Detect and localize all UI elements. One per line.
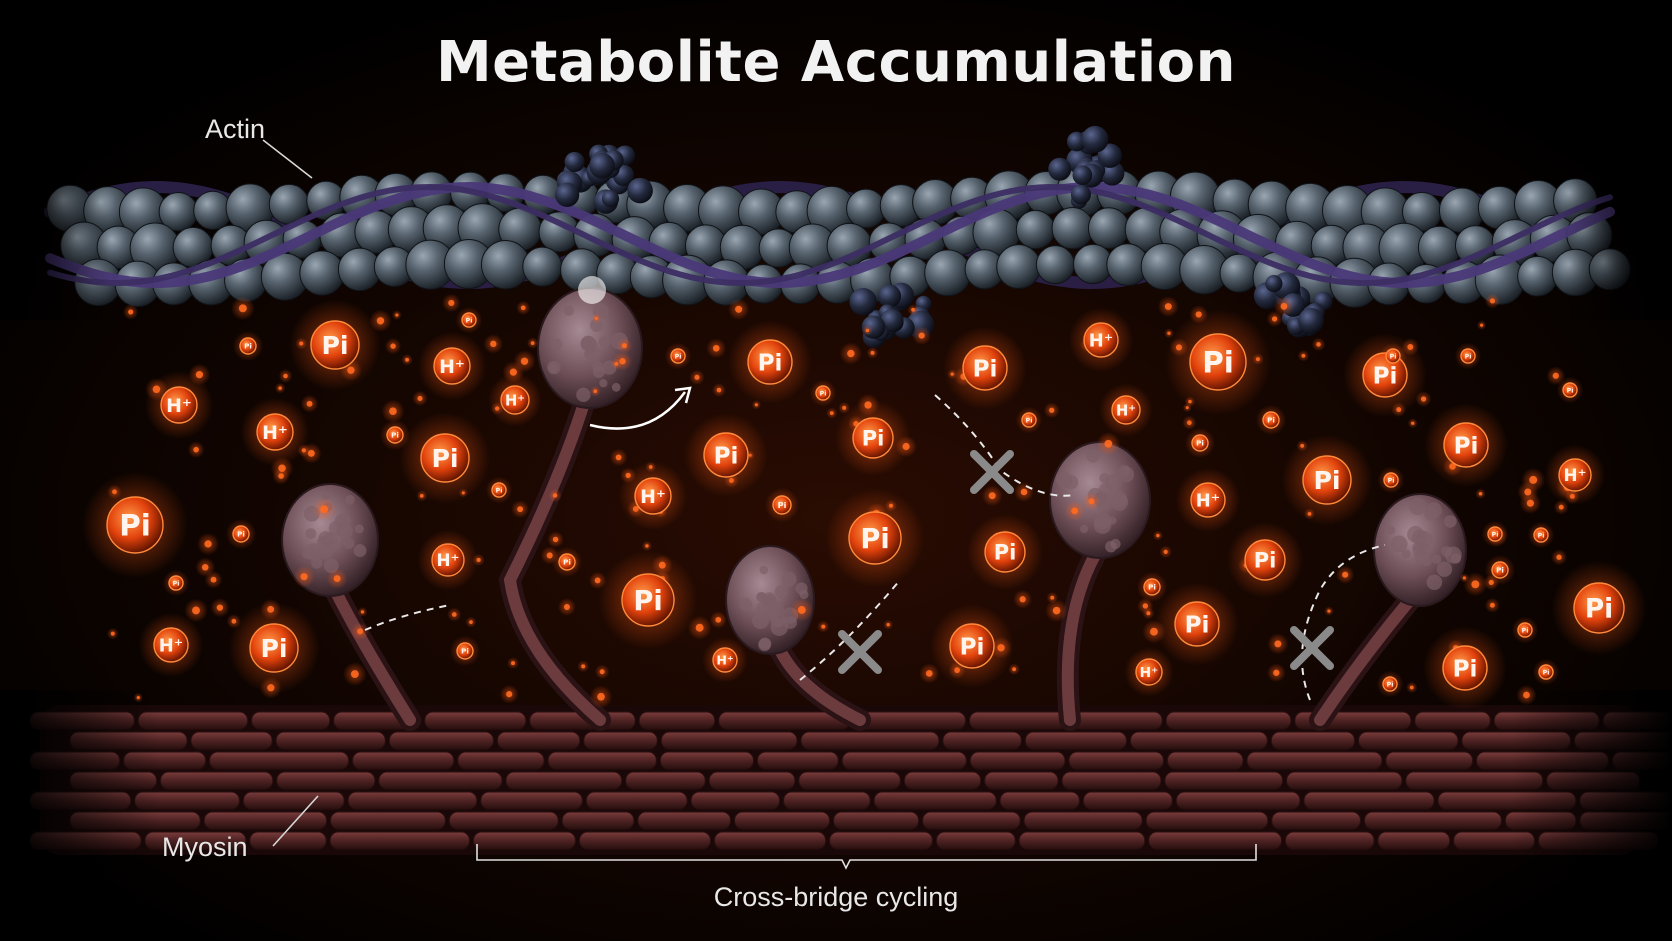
svg-text:Pi: Pi xyxy=(960,634,985,660)
svg-text:Pi: Pi xyxy=(1267,416,1275,425)
actin-leader-line xyxy=(262,139,313,179)
page-title: Metabolite Accumulation xyxy=(435,30,1237,95)
myosin-filament xyxy=(0,690,1672,880)
svg-text:Pi: Pi xyxy=(778,500,787,510)
svg-text:Pi: Pi xyxy=(633,586,662,617)
svg-text:Pi: Pi xyxy=(1496,566,1504,575)
svg-text:Pi: Pi xyxy=(173,580,180,587)
svg-text:Pi: Pi xyxy=(1026,417,1033,424)
svg-text:Pi: Pi xyxy=(237,530,245,539)
svg-text:Pi: Pi xyxy=(466,317,473,324)
myosin-label: Myosin xyxy=(162,832,248,862)
svg-text:Pi: Pi xyxy=(1388,477,1395,484)
svg-text:Pi: Pi xyxy=(1567,387,1574,394)
svg-text:Pi: Pi xyxy=(1585,594,1613,624)
svg-text:H⁺: H⁺ xyxy=(437,550,460,570)
svg-text:H⁺: H⁺ xyxy=(505,392,525,409)
svg-text:H⁺: H⁺ xyxy=(1140,665,1159,681)
svg-text:Pi: Pi xyxy=(994,541,1017,565)
svg-text:Pi: Pi xyxy=(758,350,783,376)
cross-bridge-bracket xyxy=(476,844,1257,870)
svg-text:Pi: Pi xyxy=(1202,346,1234,380)
cycle-markers xyxy=(364,386,1386,701)
svg-text:H⁺: H⁺ xyxy=(716,653,733,668)
svg-text:Pi: Pi xyxy=(1254,549,1277,573)
svg-text:Pi: Pi xyxy=(244,342,252,351)
svg-text:Pi: Pi xyxy=(119,509,151,543)
actin-filament xyxy=(0,150,1672,320)
svg-text:Pi: Pi xyxy=(1465,353,1472,360)
svg-text:Pi: Pi xyxy=(1522,627,1529,634)
svg-text:H⁺: H⁺ xyxy=(262,422,288,444)
myosin-leader-line xyxy=(272,795,319,847)
svg-text:Pi: Pi xyxy=(1390,353,1397,360)
svg-text:H⁺: H⁺ xyxy=(159,635,183,656)
svg-text:Pi: Pi xyxy=(1454,433,1479,459)
svg-text:Pi: Pi xyxy=(714,443,739,469)
svg-text:Pi: Pi xyxy=(391,431,399,440)
svg-text:Pi: Pi xyxy=(431,444,458,473)
svg-text:Pi: Pi xyxy=(260,634,287,663)
svg-text:Pi: Pi xyxy=(1196,439,1204,448)
svg-text:H⁺: H⁺ xyxy=(166,395,192,417)
svg-text:Pi: Pi xyxy=(1492,531,1499,538)
svg-text:Pi: Pi xyxy=(461,647,469,656)
svg-text:Pi: Pi xyxy=(1538,532,1545,539)
svg-text:Pi: Pi xyxy=(1313,466,1340,495)
svg-text:H⁺: H⁺ xyxy=(1089,330,1113,351)
svg-text:Pi: Pi xyxy=(321,331,348,360)
cross-bridge-label: Cross-bridge cycling xyxy=(713,882,959,912)
actin-label: Actin xyxy=(205,114,266,144)
svg-text:Pi: Pi xyxy=(820,390,827,397)
svg-text:Pi: Pi xyxy=(1387,681,1394,688)
svg-text:Pi: Pi xyxy=(675,353,682,360)
svg-text:Pi: Pi xyxy=(1543,669,1550,676)
svg-text:H⁺: H⁺ xyxy=(1116,402,1136,419)
svg-text:H⁺: H⁺ xyxy=(1196,490,1220,511)
svg-text:Pi: Pi xyxy=(1453,656,1478,682)
svg-text:H⁺: H⁺ xyxy=(640,486,666,508)
troponin-clusters xyxy=(555,125,1333,348)
svg-text:H⁺: H⁺ xyxy=(1564,465,1587,485)
svg-text:Pi: Pi xyxy=(860,524,889,555)
svg-text:Pi: Pi xyxy=(1185,612,1210,638)
svg-text:Pi: Pi xyxy=(862,427,885,451)
myosin-heads xyxy=(281,276,1467,731)
svg-text:Pi: Pi xyxy=(1148,583,1156,592)
svg-text:H⁺: H⁺ xyxy=(439,356,465,378)
svg-text:Pi: Pi xyxy=(563,558,571,567)
svg-text:Pi: Pi xyxy=(496,487,503,494)
svg-text:Pi: Pi xyxy=(973,356,998,382)
